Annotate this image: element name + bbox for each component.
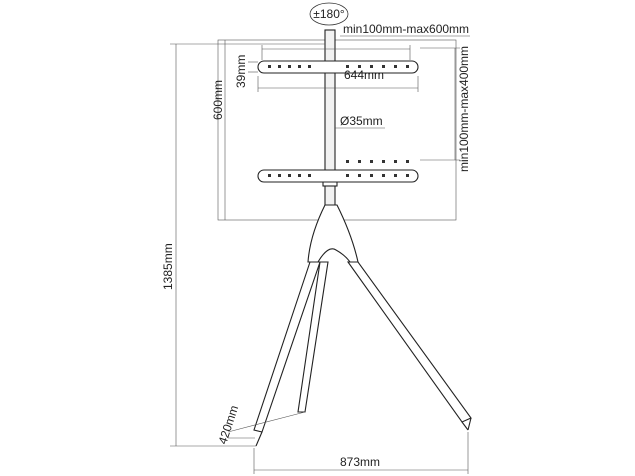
lower-mounting-bracket	[257, 160, 419, 183]
screen-height-label: 600mm	[211, 80, 225, 120]
tripod-legs	[253, 204, 472, 447]
dimension-footprint: 873mm	[253, 432, 469, 474]
bracket-offset-label: 39mm	[234, 55, 248, 88]
dimension-bracket-offset: 39mm	[234, 55, 258, 88]
rotation-indicator: ±180°	[309, 2, 349, 26]
vesa-height-label: min100mm-max400mm	[457, 46, 471, 172]
dimension-bracket-width: 644mm	[257, 68, 419, 92]
total-height-label: 1385mm	[161, 243, 175, 290]
rear-leg-label: 420mm	[216, 404, 242, 446]
upper-mounting-bracket	[257, 60, 419, 74]
pole-diameter-label: Ø35mm	[340, 114, 383, 128]
dimension-vesa-height: min100mm-max400mm	[420, 46, 471, 172]
footprint-label: 873mm	[340, 455, 380, 469]
dimension-vesa-width: min100mm-max600mm	[261, 22, 470, 60]
dimension-total-height: 1385mm	[161, 43, 325, 447]
rotation-label: ±180°	[313, 7, 345, 21]
vesa-width-label: min100mm-max600mm	[343, 22, 469, 36]
dimension-pole-diameter: Ø35mm	[335, 114, 385, 129]
bracket-width-label: 644mm	[344, 68, 384, 82]
dimension-screen-height: 600mm	[211, 40, 226, 220]
center-pole	[322, 29, 338, 213]
